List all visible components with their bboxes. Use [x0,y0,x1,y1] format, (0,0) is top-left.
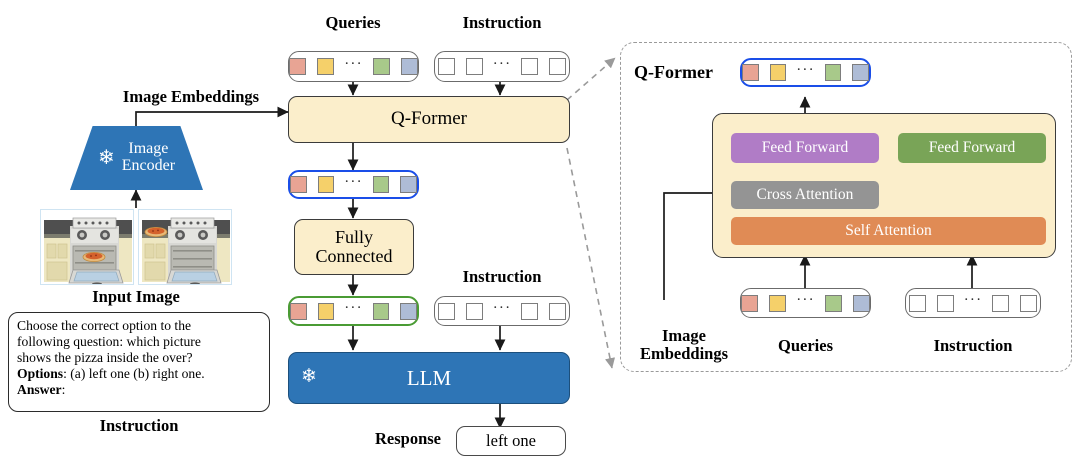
output-token-3 [824,64,842,81]
token-ellipsis: ··· [963,292,983,308]
response-value-box[interactable]: left one [456,426,566,456]
query-token-1 [289,58,307,75]
instruction-label-right: Instruction [933,336,1013,355]
output-token-2 [317,176,335,193]
image-embeddings-label: Image Embeddings [122,87,260,106]
output-token-2 [769,64,787,81]
instruction-token-strip-center-bottom[interactable]: ··· [434,296,570,326]
input-thumbnail-left[interactable] [40,209,134,285]
instruction-answer-key: Answer [17,382,62,398]
input-image-label: Input Image [92,287,180,306]
llm-label: LLM [406,365,452,390]
queries-token-strip-center[interactable]: ··· [288,51,419,82]
instruction-token-1 [437,302,455,320]
instruction-label-left: Instruction [99,416,179,435]
token-ellipsis: ··· [344,55,363,72]
output-token-4 [852,64,870,81]
input-thumbnail-right[interactable] [138,209,232,285]
instruction-label-center-top: Instruction [462,13,542,32]
instruction-token-4 [1020,294,1038,312]
query-token-2 [769,294,787,312]
instruction-textbox[interactable]: Choose the correct option to the followi… [8,312,270,412]
token-ellipsis: ··· [796,292,815,308]
feed-forward-left-label: Feed Forward [761,139,849,156]
projected-token-strip[interactable]: ··· [288,296,419,326]
q-former-detail-callout [620,42,1072,372]
query-token-4 [400,58,418,75]
instruction-token-1 [908,294,926,312]
instruction-line-2: following question: which picture [17,334,201,350]
token-ellipsis: ··· [492,300,512,316]
instruction-line-1: Choose the correct option to the [17,318,192,333]
instruction-token-2 [936,294,954,312]
image-encoder-block[interactable]: ❄ Image Encoder [70,126,203,190]
queries-token-strip-right[interactable]: ··· [740,288,871,318]
instruction-token-4 [549,58,567,75]
fully-connected-block[interactable]: Fully Connected [294,219,414,275]
projected-token-2 [317,302,335,320]
response-value: left one [486,431,536,451]
image-encoder-label-line2: Encoder [121,157,176,174]
feed-forward-left-block[interactable]: Feed Forward [731,133,879,163]
projected-token-3 [372,302,390,320]
query-token-1 [741,294,759,312]
instruction-token-3 [521,58,539,75]
query-token-2 [317,58,335,75]
llm-block[interactable]: ❄ LLM [288,352,570,404]
output-token-1 [289,176,307,193]
token-ellipsis: ··· [492,55,512,72]
output-token-1 [741,64,759,81]
image-embeddings-label-right-line1: Image [662,326,706,345]
query-token-4 [852,294,870,312]
fully-connected-label-line2: Connected [315,246,393,266]
instruction-token-strip-right[interactable]: ··· [905,288,1041,318]
instruction-token-3 [992,294,1010,312]
feed-forward-right-label: Feed Forward [928,139,1016,156]
image-encoder-label-line1: Image [128,140,169,158]
instruction-answer-line: Answer: [17,382,261,398]
instruction-token-2 [465,302,483,320]
q-former-block[interactable]: Q-Former [288,96,570,143]
instruction-options-key: Options [17,366,64,382]
cross-attention-label: Cross Attention [756,186,854,203]
instruction-token-4 [549,302,567,320]
snowflake-icon: ❄ [301,366,317,387]
queries-label-center: Queries [325,13,381,32]
self-attention-block[interactable]: Self Attention [731,217,1046,245]
output-token-4 [400,176,418,193]
output-token-3 [372,176,390,193]
response-label: Response [374,429,441,448]
q-former-detail-title: Q-Former [634,62,713,82]
cross-attention-block[interactable]: Cross Attention [731,181,879,209]
instruction-token-1 [437,58,455,75]
queries-label-right: Queries [778,336,833,355]
token-ellipsis: ··· [796,61,815,78]
query-token-3 [824,294,842,312]
token-ellipsis: ··· [344,300,363,316]
projected-token-1 [289,302,307,320]
qformer-detail-output-token-strip[interactable]: ··· [740,58,871,87]
projected-token-4 [400,302,418,320]
snowflake-icon: ❄ [97,147,115,169]
qformer-output-token-strip[interactable]: ··· [288,170,419,199]
image-embeddings-label-right-line2: Embeddings [639,344,729,364]
fully-connected-label-line1: Fully [334,226,373,247]
instruction-options-line: Options: (a) left one (b) right one. [17,366,261,382]
query-token-3 [372,58,390,75]
instruction-line-3: shows the pizza inside the over? [17,350,193,366]
instruction-token-3 [521,302,539,320]
instruction-answer-value: : [61,382,66,398]
q-former-label: Q-Former [391,108,467,130]
image-embeddings-label-right: Image Embeddings [620,326,748,364]
self-attention-label: Self Attention [845,222,932,239]
instruction-token-strip-center-top[interactable]: ··· [434,51,570,82]
instruction-label-center-bottom: Instruction [462,267,542,286]
feed-forward-right-block[interactable]: Feed Forward [898,133,1046,163]
instruction-token-2 [465,58,483,75]
token-ellipsis: ··· [344,173,363,190]
instruction-options-value: : (a) left one (b) right one. [63,366,205,382]
